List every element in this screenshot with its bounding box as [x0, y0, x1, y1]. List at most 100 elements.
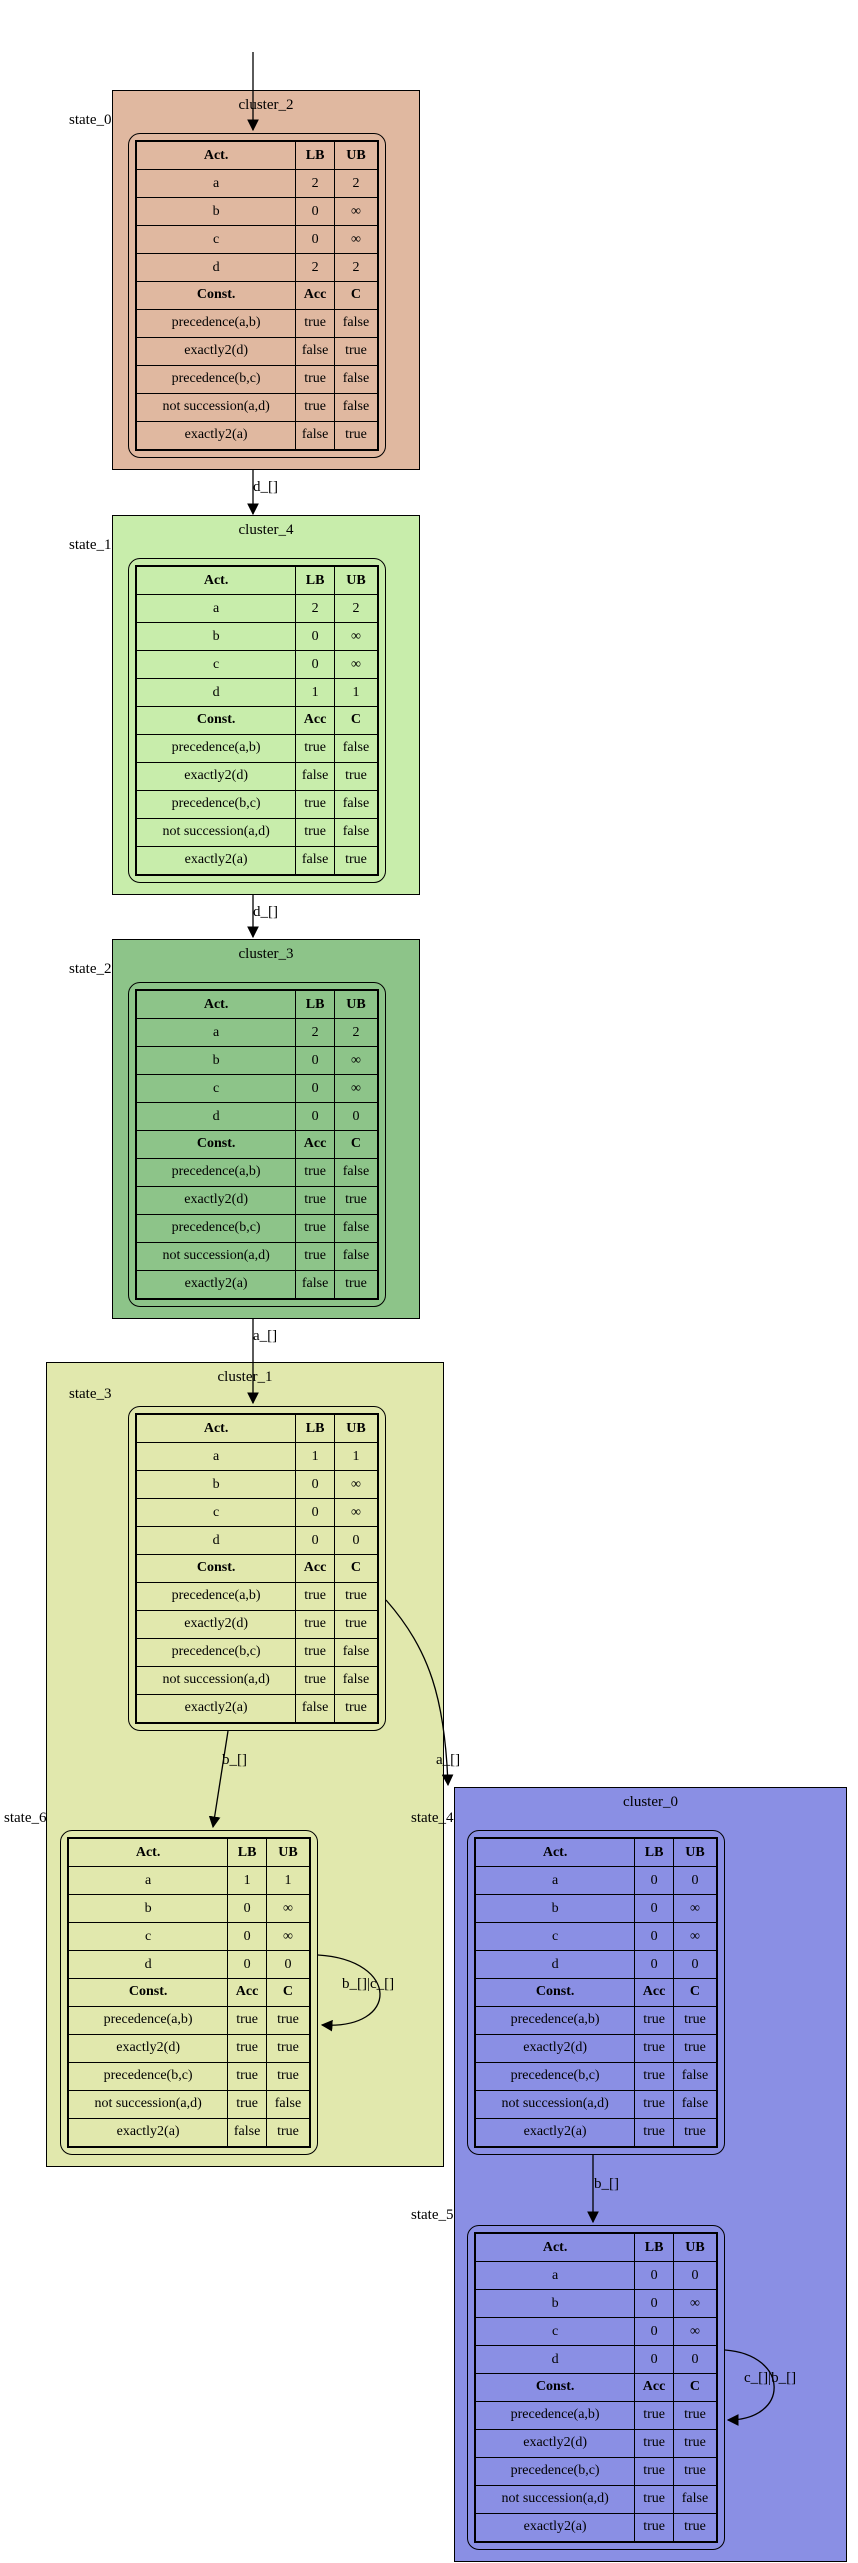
ub-header: UB	[333, 140, 379, 171]
constraint-c: false	[333, 1157, 379, 1187]
constraint-name: precedence(b,c)	[474, 2061, 636, 2091]
state-label: state_4	[411, 1810, 454, 1826]
edge-label: b_[]|c_[]	[342, 1976, 395, 1992]
constraint-c: true	[672, 2428, 718, 2458]
constraint-acc: true	[295, 1185, 335, 1215]
act-header: Act.	[474, 2232, 636, 2263]
activity-name: c	[135, 650, 297, 680]
edge-label: b_[]	[222, 1752, 247, 1768]
constraint-acc: true	[295, 817, 335, 847]
activity-name: c	[67, 1922, 229, 1952]
constraint-acc: true	[295, 1665, 335, 1695]
constraint-c: true	[672, 2033, 718, 2063]
constraint-name: precedence(a,b)	[135, 308, 297, 338]
constraint-name: exactly2(a)	[135, 1269, 297, 1300]
activity-lb: 0	[295, 650, 335, 680]
act-header: Act.	[474, 1837, 636, 1868]
c-header: C	[672, 2372, 718, 2402]
constraint-acc: false	[295, 845, 335, 876]
activity-name: b	[135, 1470, 297, 1500]
constraint-acc: false	[227, 2117, 267, 2148]
lb-header: LB	[634, 1837, 674, 1868]
acc-header: Acc	[295, 1553, 335, 1583]
ub-header: UB	[672, 2232, 718, 2263]
constraint-c: true	[333, 420, 379, 451]
activity-ub: 0	[672, 1950, 718, 1979]
constraint-c: true	[672, 2456, 718, 2486]
activity-name: d	[474, 1950, 636, 1979]
constraint-acc: true	[295, 1581, 335, 1611]
activity-name: c	[135, 1074, 297, 1104]
activity-name: b	[474, 2289, 636, 2319]
activity-name: a	[135, 594, 297, 624]
edge-state3-state4	[385, 1599, 454, 1787]
state-label: state_6	[4, 1810, 47, 1826]
activity-name: d	[474, 2345, 636, 2374]
constraint-acc: true	[227, 2033, 267, 2063]
activity-lb: 0	[634, 2289, 674, 2319]
constraint-name: not succession(a,d)	[135, 817, 297, 847]
edge-state3-state6	[208, 1730, 229, 1829]
activity-name: a	[135, 1018, 297, 1048]
lb-header: LB	[295, 565, 335, 596]
acc-header: Acc	[295, 280, 335, 310]
constraint-acc: true	[227, 2061, 267, 2091]
constraint-c: false	[672, 2089, 718, 2119]
constraint-name: precedence(a,b)	[135, 1157, 297, 1187]
constraint-c: true	[333, 1185, 379, 1215]
constraint-c: false	[333, 817, 379, 847]
constraint-acc: true	[295, 1609, 335, 1639]
constraint-acc: true	[634, 2033, 674, 2063]
state-label: state_1	[69, 537, 112, 553]
acc-header: Acc	[634, 2372, 674, 2402]
lb-header: LB	[634, 2232, 674, 2263]
constraint-name: precedence(b,c)	[135, 364, 297, 394]
edge-label: a_[]	[253, 1328, 278, 1344]
constraint-name: precedence(b,c)	[135, 789, 297, 819]
activity-ub: 0	[333, 1102, 379, 1131]
activity-ub: ∞	[333, 650, 379, 680]
constraint-name: precedence(a,b)	[474, 2400, 636, 2430]
activity-name: a	[474, 1866, 636, 1896]
constraint-name: exactly2(d)	[67, 2033, 229, 2063]
constraint-acc: false	[295, 336, 335, 366]
acc-header: Acc	[634, 1977, 674, 2007]
activity-lb: 0	[634, 2345, 674, 2374]
activity-name: a	[474, 2261, 636, 2291]
constraint-c: false	[333, 1241, 379, 1271]
constraint-c: true	[265, 2033, 311, 2063]
constraint-name: precedence(a,b)	[135, 733, 297, 763]
activity-lb: 2	[295, 253, 335, 282]
